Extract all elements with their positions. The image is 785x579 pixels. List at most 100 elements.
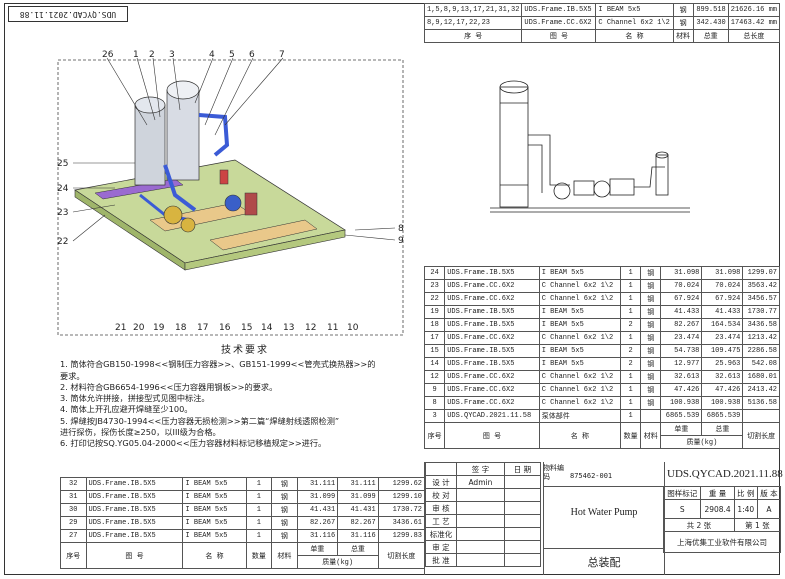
bom-cell: 1213.42 xyxy=(742,331,780,345)
bom-cell: UDS.Frame.IB.5X5 xyxy=(444,318,540,332)
bom-header-cell: 名 称 xyxy=(538,422,621,449)
drawing-number: UDS.QYCAD.2021.11.88 xyxy=(667,468,783,480)
role-authorize: 批 准 xyxy=(425,553,457,567)
bom-header-cell: 图 号 xyxy=(85,542,184,569)
bom-cell: UDS.Frame.IB.5X5 xyxy=(444,305,540,319)
bom-cell: 70.024 xyxy=(701,279,744,293)
bom-cell: 342.430 xyxy=(692,16,729,30)
bom-header-cell: 单重 xyxy=(296,542,339,556)
bom-cell: 54.738 xyxy=(660,344,703,358)
bom-cell: 1 xyxy=(619,305,642,319)
balloon-label: 13 xyxy=(283,323,294,333)
bom-header-cell: 名 称 xyxy=(182,542,247,569)
designer-name: Admin xyxy=(456,475,505,489)
bom-cell: UDS.Frame.CC.6X2 xyxy=(444,331,540,345)
bom-cell: 钢 xyxy=(271,516,298,530)
sign-header: 签 字 xyxy=(456,462,505,476)
bom-cell: 27 xyxy=(60,529,87,543)
bom-cell: 29 xyxy=(60,516,87,530)
bom-cell: 31.098 xyxy=(701,266,744,280)
bom-cell: 82.267 xyxy=(296,516,339,530)
bom-cell: 钢 xyxy=(640,344,662,358)
bom-cell: 17 xyxy=(423,331,446,345)
sheet-number: 第 1 张 xyxy=(733,518,782,532)
bom-cell: 17463.42 mm xyxy=(727,16,781,30)
bom-header-cell: 名 称 xyxy=(595,29,674,43)
bom-cell: 8,9,12,17,22,23 xyxy=(423,16,523,30)
balloon-label: 25 xyxy=(57,159,68,169)
drawing-title: 总装配 xyxy=(587,556,621,569)
bom-cell: I BEAM 5x5 xyxy=(538,266,621,280)
role-standard: 标准化 xyxy=(425,527,457,541)
balloon-label: 19 xyxy=(153,323,165,333)
balloon-label: 8 xyxy=(398,224,404,234)
bom-cell: 1,5,8,9,13,17,21,31,32 xyxy=(423,3,523,17)
tech-line: 2. 材料符合GB6654-1996<<压力容器用钢板>>的要求。 xyxy=(60,381,278,392)
bom-cell: I BEAM 5x5 xyxy=(182,490,247,504)
tech-line: 5. 焊缝按JB4730-1994<<压力容器无损检测>>第二篇“焊缝射线透照检… xyxy=(60,415,340,426)
bom-cell: 1299.10 xyxy=(377,490,426,504)
balloon-label: 1 xyxy=(133,50,139,60)
bom-cell: 1 xyxy=(619,279,642,293)
bom-cell: 钢 xyxy=(640,266,662,280)
bom-cell: 32 xyxy=(60,477,87,491)
bom-cell: UDS.Frame.CC.6X2 xyxy=(444,292,540,306)
bom-cell: 2 xyxy=(619,357,642,371)
bom-header-cell: 单重 xyxy=(660,422,703,436)
bom-header-cell: 序号 xyxy=(423,422,446,449)
drawing-stamp: UDS.QYCAD.2021.11.88 xyxy=(8,6,128,22)
bom-cell: 32.613 xyxy=(701,370,744,384)
bom-header-cell: 材料 xyxy=(271,542,298,569)
bom-cell: 23.474 xyxy=(660,331,703,345)
balloon-label: 2 xyxy=(149,50,155,60)
bom-cell: UDS.Frame.IB.5X5 xyxy=(85,490,184,504)
bom-cell: 6865.539 xyxy=(701,409,744,423)
balloon-label: 16 xyxy=(219,323,231,333)
balloon-label: 15 xyxy=(241,323,252,333)
bom-cell: 100.938 xyxy=(660,396,703,410)
bom-cell: 1 xyxy=(619,370,642,384)
bom-cell: I BEAM 5x5 xyxy=(538,357,621,371)
bom-cell: 899.518 xyxy=(692,3,729,17)
company-name: 上海优集工业软件有限公司 xyxy=(663,531,781,553)
bom-cell: 32.613 xyxy=(660,370,703,384)
bom-cell: 23.474 xyxy=(701,331,744,345)
balloon-label: 23 xyxy=(57,208,68,218)
bom-cell: 31.099 xyxy=(296,490,339,504)
bom-cell: 31.098 xyxy=(660,266,703,280)
bom-cell: 70.024 xyxy=(660,279,703,293)
bom-cell: I BEAM 5x5 xyxy=(538,344,621,358)
bom-cell: C Channel 6x2 1\2 xyxy=(538,279,621,293)
val-mark: S xyxy=(662,499,702,519)
balloon-label: 6 xyxy=(249,50,255,60)
bom-cell: 18 xyxy=(423,318,446,332)
col-version: 版 本 xyxy=(756,486,782,500)
role-review: 审 核 xyxy=(425,501,457,515)
bom-cell: 1 xyxy=(245,477,273,491)
material-code-label: 物料编码 xyxy=(543,464,564,481)
bom-cell: 3436.58 xyxy=(742,318,780,332)
bom-cell: UDS.Frame.IB.5X5 xyxy=(85,477,184,491)
bom-cell: 6865.539 xyxy=(660,409,703,423)
val-scale: 1:40 xyxy=(733,499,758,519)
bom-cell: UDS.Frame.CC.6X2 xyxy=(444,396,540,410)
bom-cell: 2413.42 xyxy=(742,383,780,397)
bom-cell: I BEAM 5x5 xyxy=(595,3,674,17)
bom-header-cell: 序 号 xyxy=(423,29,523,43)
